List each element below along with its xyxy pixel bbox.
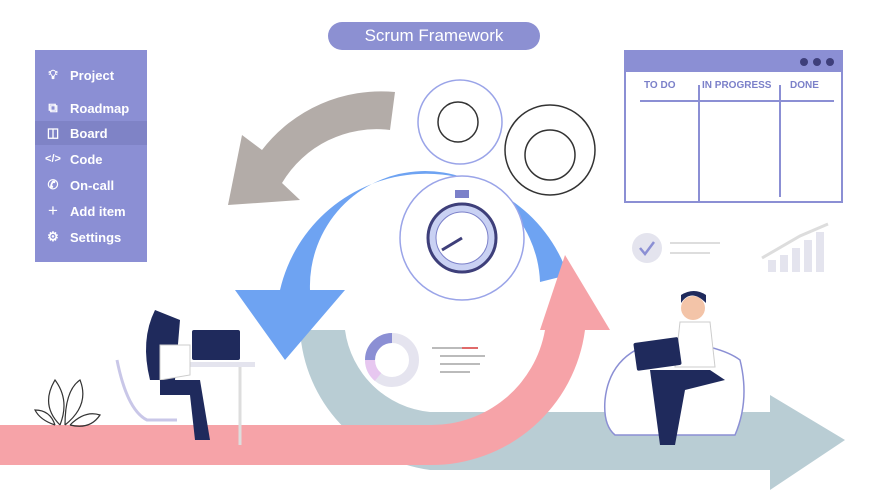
sidebar-item-label: Project bbox=[70, 67, 115, 83]
sidebar-item-label: On-call bbox=[70, 177, 115, 193]
sidebar-item-project[interactable]: 💡︎ Project bbox=[35, 60, 147, 90]
sidebar-item-label: Code bbox=[70, 151, 103, 167]
sidebar-item-label: Roadmap bbox=[70, 100, 130, 116]
sidebar-item-roadmap[interactable]: ⧉ Roadmap bbox=[35, 95, 147, 121]
board-icon: ◫ bbox=[46, 125, 60, 140]
roadmap-icon: ⧉ bbox=[48, 100, 58, 115]
sidebar-item-label: Board bbox=[70, 125, 108, 141]
sidebar-item-label: Add item bbox=[70, 203, 126, 219]
column-done: DONE bbox=[790, 80, 819, 91]
sidebar-menu: 💡︎ Project ⧉ Roadmap ◫ Board </> Code ✆ On-ca… bbox=[35, 50, 147, 262]
donut-chart-icon bbox=[364, 333, 485, 387]
blue-arrow bbox=[235, 170, 568, 360]
pink-arrow bbox=[0, 255, 610, 466]
board-titlebar bbox=[626, 52, 841, 72]
window-dot-icon bbox=[826, 58, 834, 66]
sidebar-item-on-call[interactable]: ✆ On-call bbox=[35, 172, 147, 198]
phone-icon: ✆ bbox=[47, 177, 59, 192]
column-in-progress: IN PROGRESS bbox=[702, 80, 772, 91]
lightbulb-icon: 💡︎ bbox=[48, 67, 58, 82]
sidebar-item-board[interactable]: ◫ Board bbox=[35, 121, 147, 145]
board-divider bbox=[779, 85, 781, 197]
board-divider bbox=[698, 85, 700, 201]
window-dot-icon bbox=[800, 58, 808, 66]
stopwatch-icon bbox=[426, 190, 498, 274]
sidebar-item-add-item[interactable]: + Add item bbox=[35, 198, 147, 224]
gears-icon bbox=[399, 79, 596, 301]
plus-icon: + bbox=[48, 201, 58, 220]
check-icon bbox=[632, 233, 720, 263]
gear-icon: ⚙ bbox=[47, 229, 59, 244]
plant-icon bbox=[34, 378, 101, 427]
sidebar-item-code[interactable]: </> Code bbox=[35, 146, 147, 172]
sidebar-item-settings[interactable]: ⚙ Settings bbox=[35, 224, 147, 250]
window-dot-icon bbox=[813, 58, 821, 66]
man-on-beanbag bbox=[603, 291, 745, 445]
code-icon: </> bbox=[45, 153, 61, 165]
column-todo: TO DO bbox=[644, 80, 676, 91]
woman-at-desk bbox=[115, 310, 255, 445]
growth-chart-icon bbox=[761, 222, 829, 272]
kanban-board: TO DO IN PROGRESS DONE bbox=[624, 50, 843, 203]
gray-arrow bbox=[228, 91, 395, 205]
board-divider bbox=[640, 100, 834, 102]
sidebar-item-label: Settings bbox=[70, 229, 122, 245]
scrum-framework-title: Scrum Framework bbox=[328, 22, 540, 50]
